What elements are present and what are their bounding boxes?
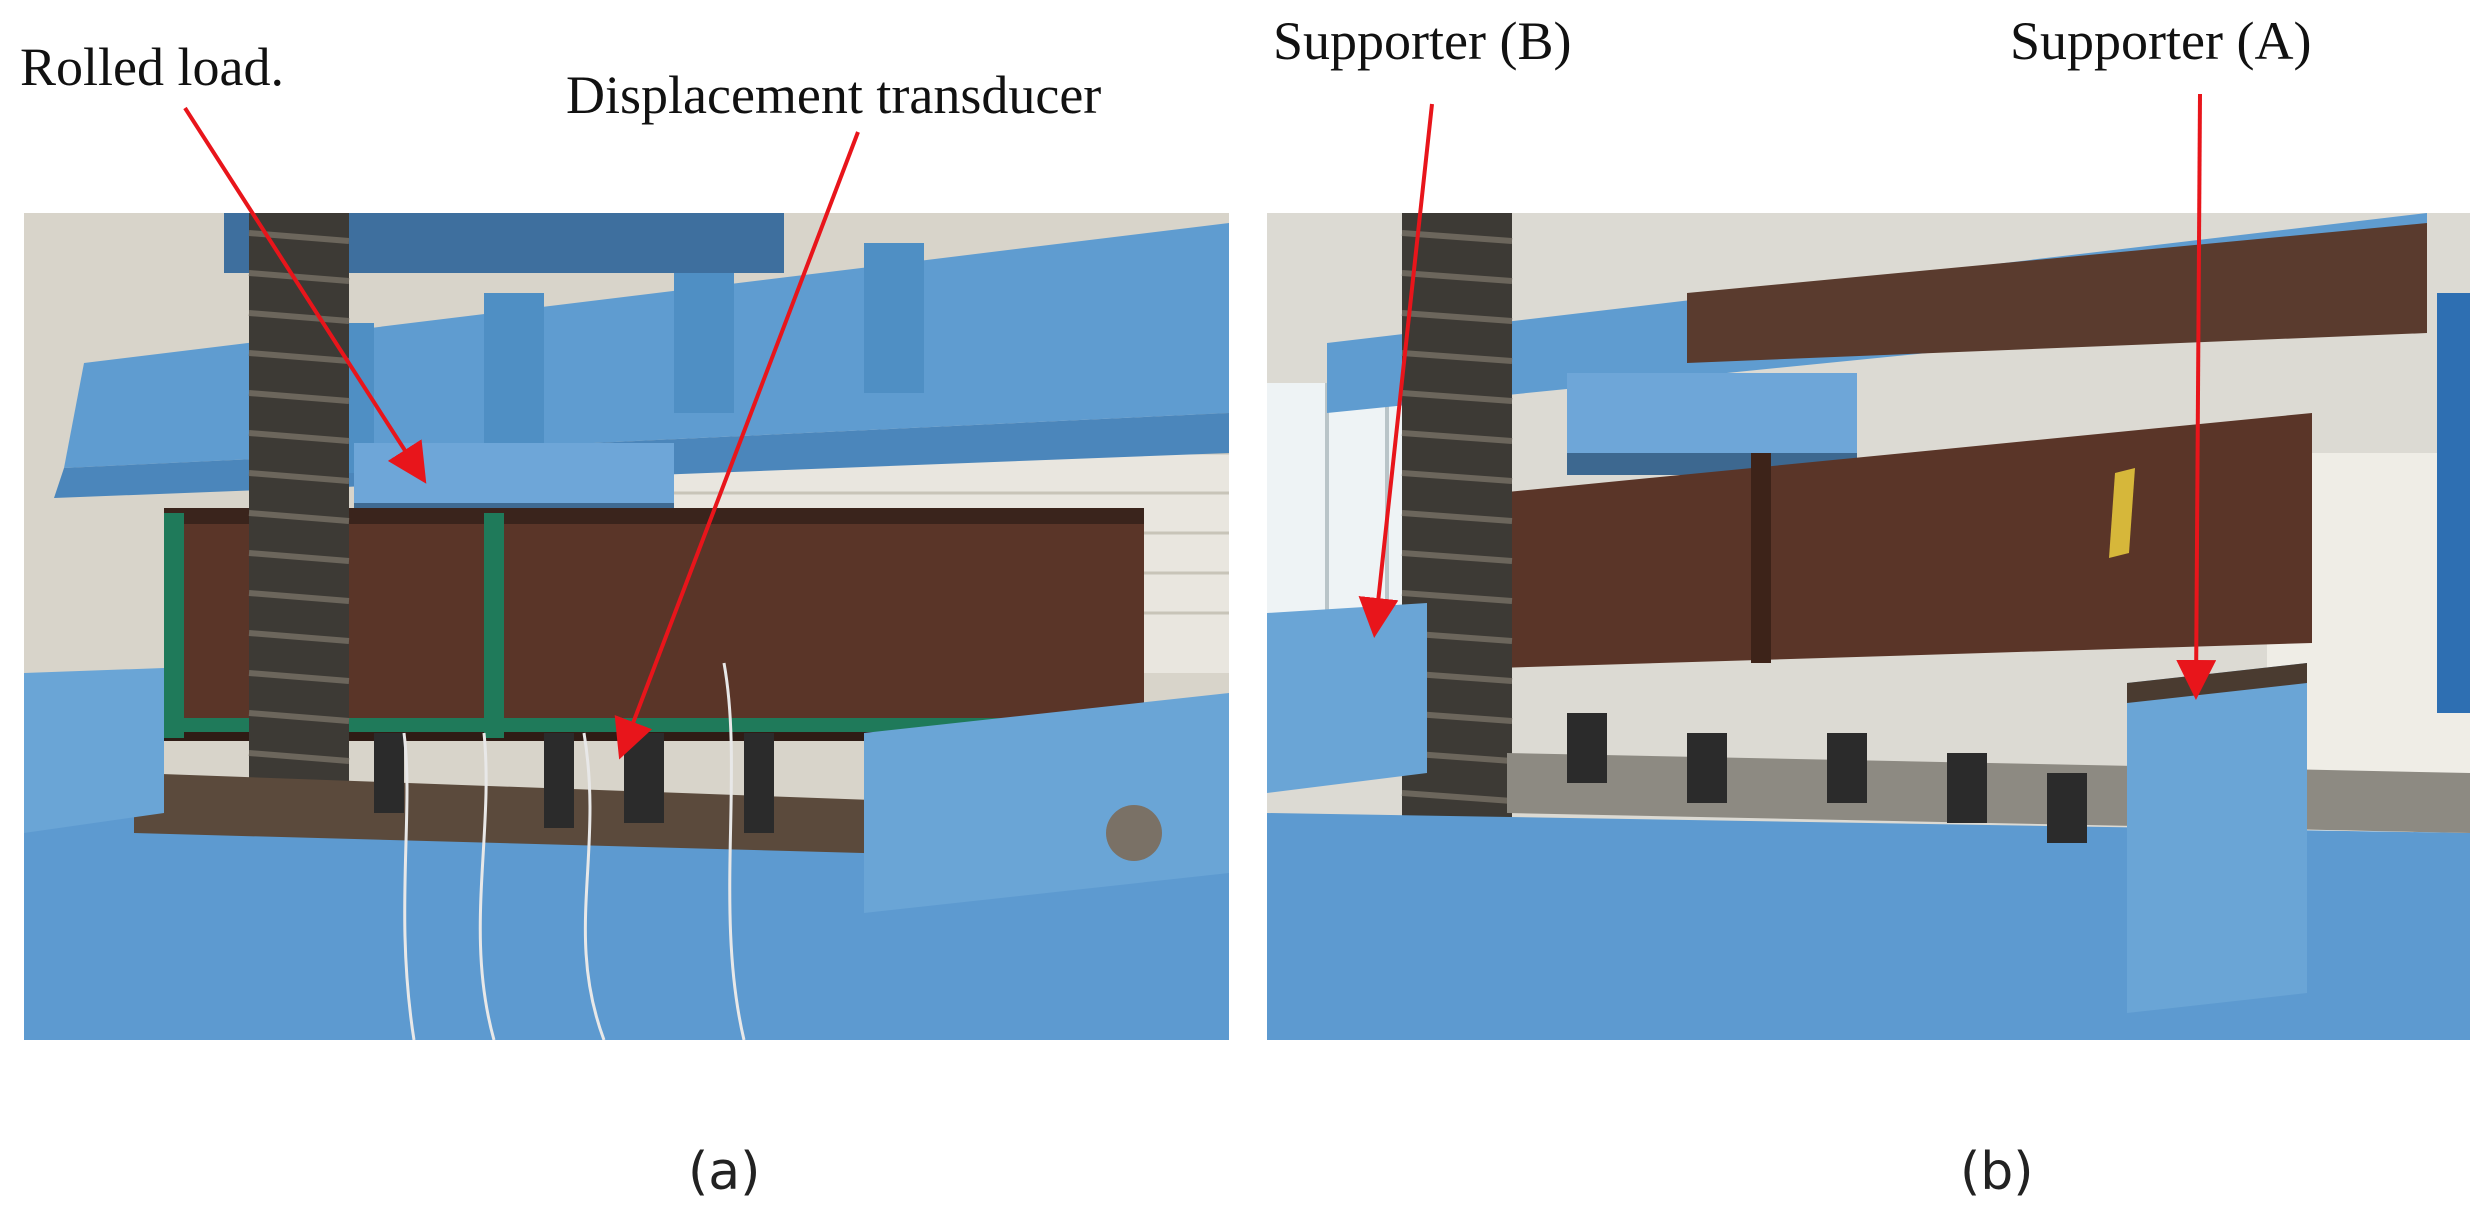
- photo-a: [24, 213, 1229, 1040]
- label-supporter-b: Supporter (B): [1273, 11, 1572, 71]
- photo-b: [1267, 213, 2470, 1040]
- label-rolled-load: Rolled load.: [20, 37, 284, 97]
- label-supporter-a: Supporter (A): [2010, 11, 2312, 71]
- photo-a-illustration: [24, 213, 1229, 1040]
- photo-b-illustration: [1267, 213, 2470, 1040]
- label-displacement-transducer: Displacement transducer: [566, 65, 1102, 125]
- caption-b: (b): [1960, 1142, 2034, 1202]
- caption-a: (a): [688, 1142, 761, 1202]
